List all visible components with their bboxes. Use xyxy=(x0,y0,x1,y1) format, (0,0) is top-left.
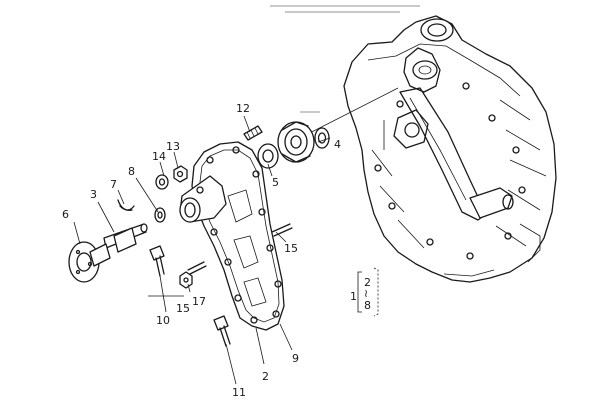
part-3-shaft xyxy=(103,223,148,253)
part-15-stud-upper xyxy=(271,223,293,237)
part-5-seal xyxy=(257,143,279,169)
callout-3: 3 xyxy=(90,188,97,201)
part-12-stud xyxy=(243,125,263,141)
part-16-nut xyxy=(179,271,193,289)
callout-8: 8 xyxy=(128,165,135,178)
group-note-top: 2 xyxy=(364,276,371,289)
group-note-bottom: 8 xyxy=(364,299,371,312)
callout-15-upper: 15 xyxy=(284,242,298,255)
group-note-mid: ≀ xyxy=(364,287,368,300)
callout-16: 15 xyxy=(176,302,190,315)
callout-13: 13 xyxy=(166,140,180,153)
background-scan-artifacts xyxy=(270,5,420,113)
part-17-stud xyxy=(187,261,207,275)
part-10-bolt xyxy=(149,245,165,277)
part-13-nut xyxy=(173,165,188,183)
callout-9: 9 xyxy=(292,352,299,365)
callout-5: 5 xyxy=(272,176,279,189)
part-6-pulley-hub xyxy=(68,241,111,283)
part-4-gasket xyxy=(314,127,330,149)
callout-6: 6 xyxy=(62,208,69,221)
callout-10: 10 xyxy=(156,314,170,327)
callout-11: 11 xyxy=(232,386,246,399)
callout-14: 14 xyxy=(152,150,166,163)
callout-1: 1 xyxy=(350,290,357,303)
part-14-washer xyxy=(155,174,169,190)
callout-7: 7 xyxy=(110,178,117,191)
leader-lines xyxy=(73,115,331,385)
group-bracket-note: 2 ≀ 8 xyxy=(357,267,379,317)
engine-block xyxy=(343,15,557,283)
callout-12: 12 xyxy=(236,102,250,115)
callout-2: 2 xyxy=(262,370,269,383)
callout-4: 4 xyxy=(334,138,341,151)
part-7-circlip xyxy=(117,199,135,211)
pump-housing xyxy=(179,141,285,331)
callout-labels: 12 4 5 13 14 8 7 3 6 15 10 15 17 11 2 9 … xyxy=(62,102,357,399)
callout-17: 17 xyxy=(192,295,206,308)
assembly-axis-line xyxy=(295,87,399,141)
impeller-assembly xyxy=(277,121,315,163)
part-11-bolt xyxy=(213,315,231,347)
